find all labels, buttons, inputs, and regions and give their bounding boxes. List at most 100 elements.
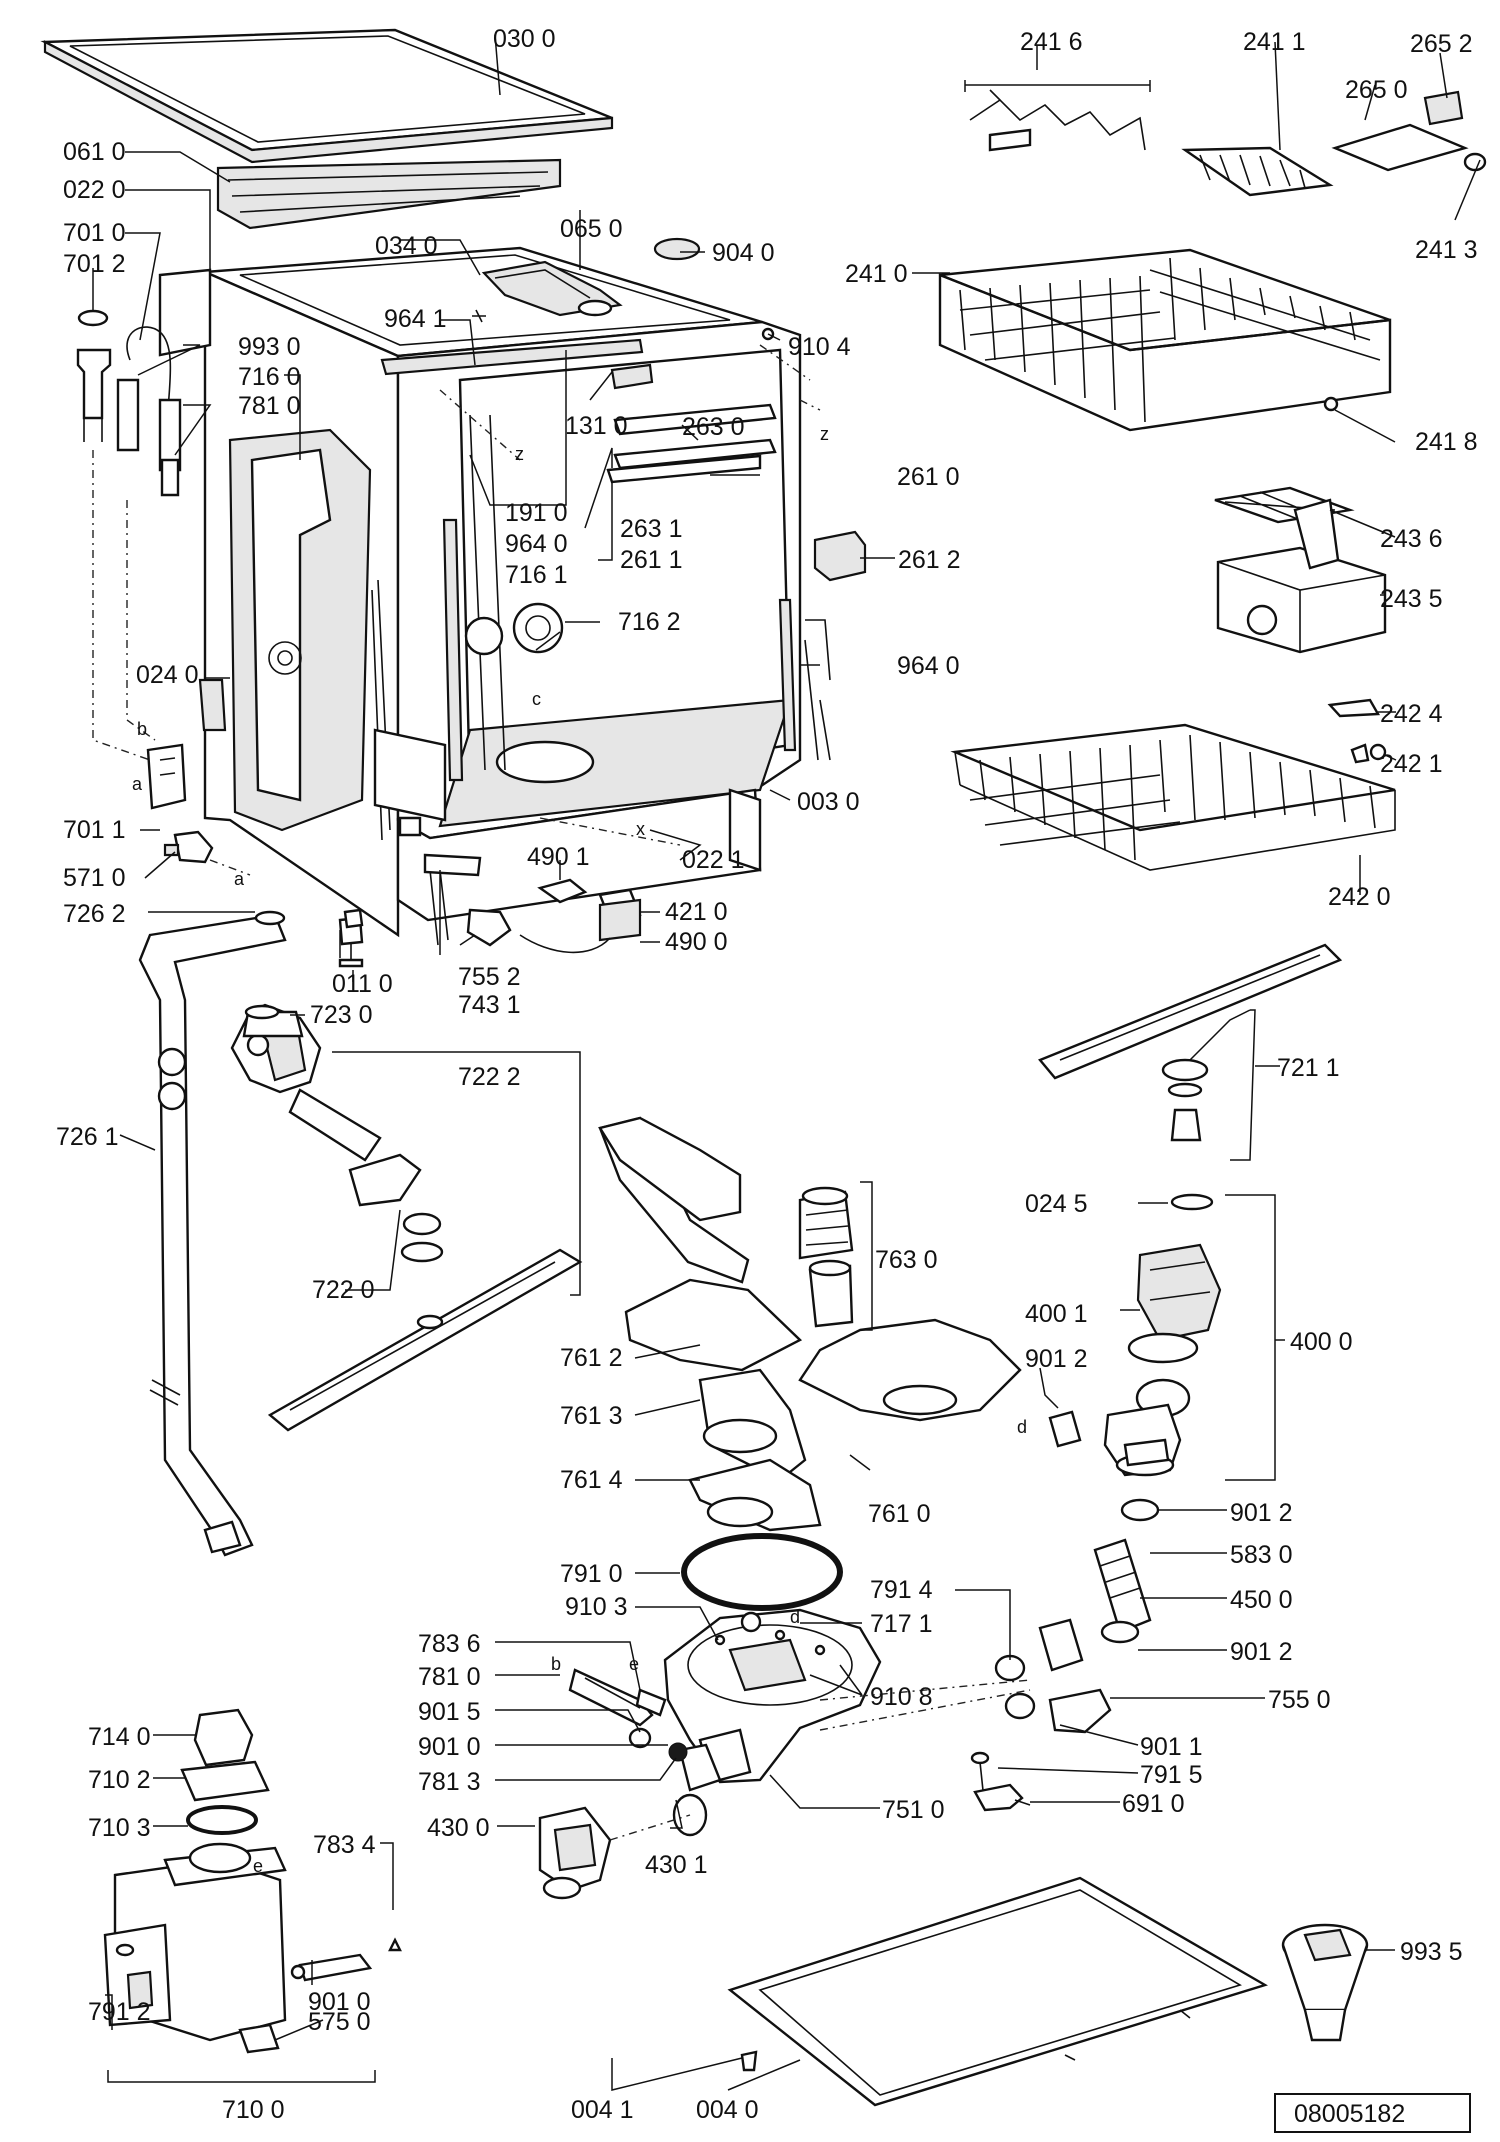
label-241-8: 241 8: [1415, 428, 1478, 456]
label-065-0: 065 0: [560, 215, 623, 243]
water-softener-710-0: [103, 1708, 402, 2054]
label-003-0: 003 0: [797, 788, 860, 816]
motor-pump-400-0: [1048, 1193, 1222, 1522]
rear-panel-plug-011-0: [343, 908, 364, 929]
label-263-1: 263 1: [620, 515, 683, 543]
hoses-450-583: [970, 1538, 1152, 1812]
label-726-2: 726 2: [63, 900, 126, 928]
label-243-5: 243 5: [1380, 585, 1443, 613]
label-964-1: 964 1: [384, 305, 447, 333]
label-726-1: 726 1: [56, 1123, 119, 1151]
label-716-0: 716 0: [238, 363, 301, 391]
ref-b-1: b: [137, 719, 147, 739]
label-400-1: 400 1: [1025, 1300, 1088, 1328]
label-241-0: 241 0: [845, 260, 908, 288]
label-791-2: 791 2: [88, 1998, 151, 2026]
label-993-0: 993 0: [238, 333, 301, 361]
label-783-6: 783 6: [418, 1630, 481, 1658]
label-575-0: 575 0: [308, 2008, 371, 2036]
label-243-6: 243 6: [1380, 525, 1443, 553]
filter-plate-761-0: [798, 1318, 1022, 1422]
drain-hose-761-2: [598, 1116, 742, 1222]
top-cover-part: [40, 28, 614, 164]
ref-b-2: b: [551, 1654, 561, 1674]
ref-z-2: z: [820, 424, 829, 444]
funnel-993-5: [1281, 1923, 1369, 2042]
lower-basket-242-0: [950, 698, 1396, 871]
label-241-6: 241 6: [1020, 28, 1083, 56]
heater-781-0: [568, 1668, 667, 1727]
label-716-1: 716 1: [505, 561, 568, 589]
label-265-0: 265 0: [1345, 76, 1408, 104]
ref-c-1: c: [532, 689, 541, 709]
label-430-0: 430 0: [427, 1814, 490, 1842]
ref-e-1: e: [629, 1654, 639, 1674]
screw-004-1: [740, 2050, 758, 2072]
small-parts-901-5: [628, 1727, 688, 1762]
label-261-1: 261 1: [620, 546, 683, 574]
ref-z-1: z: [515, 444, 524, 464]
label-755-0: 755 0: [1268, 1686, 1331, 1714]
label-241-3: 241 3: [1415, 236, 1478, 264]
electrical-parts: [338, 853, 642, 968]
label-450-0: 450 0: [1230, 1586, 1293, 1614]
ref-d-2: d: [790, 1607, 800, 1627]
label-024-5: 024 5: [1025, 1190, 1088, 1218]
rail-265-0: [1331, 90, 1487, 172]
label-781-3: 781 3: [418, 1768, 481, 1796]
base-plate-004-0: [727, 1876, 1268, 2107]
label-263-0: 263 0: [682, 413, 745, 441]
label-261-2: 261 2: [898, 546, 961, 574]
spray-arm-721-1: [1038, 943, 1343, 1142]
label-751-0: 751 0: [882, 1796, 945, 1824]
part-labels: 030 0 061 0 022 0 701 0 701 2 034 0 065 …: [56, 25, 1478, 2124]
label-755-2: 755 2: [458, 963, 521, 991]
label-024-0: 024 0: [136, 661, 199, 689]
label-723-0: 723 0: [310, 1001, 373, 1029]
label-901-2-a: 901 2: [1025, 1345, 1088, 1373]
label-583-0: 583 0: [1230, 1541, 1293, 1569]
tub-cabinet-part: [158, 237, 867, 938]
label-901-2-c: 901 2: [1230, 1638, 1293, 1666]
label-490-1: 490 1: [527, 843, 590, 871]
label-242-1: 242 1: [1380, 750, 1443, 778]
sump-housing-751-0: [663, 1608, 1031, 1792]
label-791-0: 791 0: [560, 1560, 623, 1588]
upper-spray-arm-assembly: [230, 1003, 583, 1432]
label-761-2: 761 2: [560, 1344, 623, 1372]
label-022-0: 022 0: [63, 176, 126, 204]
label-490-0: 490 0: [665, 928, 728, 956]
label-721-1: 721 1: [1277, 1054, 1340, 1082]
label-743-1: 743 1: [458, 991, 521, 1019]
label-421-0: 421 0: [665, 898, 728, 926]
ref-e-2: e: [253, 1856, 263, 1876]
label-904-0: 904 0: [712, 239, 775, 267]
label-901-0-b: 901 0: [308, 1988, 371, 2016]
label-701-2: 701 2: [63, 250, 126, 278]
label-714-0: 714 0: [88, 1723, 151, 1751]
label-717-1: 717 1: [870, 1610, 933, 1638]
label-993-5: 993 5: [1400, 1938, 1463, 1966]
reference-letters: z z x c b a a d d b e e: [132, 424, 1027, 1876]
label-400-0: 400 0: [1290, 1328, 1353, 1356]
label-761-4: 761 4: [560, 1466, 623, 1494]
label-781-0-b: 781 0: [418, 1663, 481, 1691]
rack-parts-241-6: [969, 89, 1146, 152]
ref-x-1: x: [636, 819, 645, 839]
label-964-0-a: 964 0: [505, 530, 568, 558]
seal-791-0: [681, 1533, 843, 1611]
label-901-2-b: 901 2: [1230, 1499, 1293, 1527]
water-pipe-726-1: [138, 910, 287, 1557]
label-004-1: 004 1: [571, 2096, 634, 2124]
ref-d-1: d: [1017, 1417, 1027, 1437]
leader-lines: [92, 34, 1481, 2091]
label-791-4: 791 4: [870, 1576, 933, 1604]
label-763-0: 763 0: [875, 1246, 938, 1274]
label-261-0: 261 0: [897, 463, 960, 491]
lower-spray-arm-723-0: [242, 1004, 304, 1038]
document-number: 08005182: [1294, 2100, 1405, 2128]
upper-basket-241-0: [938, 248, 1392, 432]
label-691-0: 691 0: [1122, 1790, 1185, 1818]
label-061-0: 061 0: [63, 138, 126, 166]
label-910-3: 910 3: [565, 1593, 628, 1621]
